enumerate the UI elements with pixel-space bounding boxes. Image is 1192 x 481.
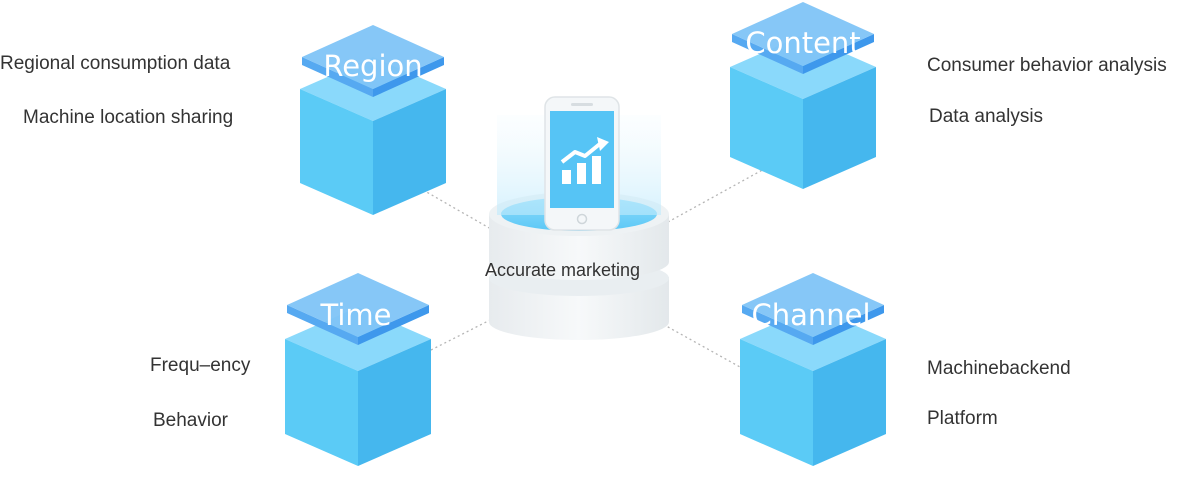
cube-time: Time (285, 273, 431, 466)
cube-channel-title: Channel (751, 298, 870, 332)
cube-channel: Channel (740, 273, 886, 466)
time-item-1: Frequ–ency (150, 355, 251, 376)
central-pedestal (489, 96, 669, 340)
time-item-2: Behavior (153, 410, 228, 431)
phone-icon (544, 96, 620, 231)
cube-region-title: Region (323, 49, 422, 83)
connector-lines (422, 167, 767, 368)
content-item-2: Data analysis (929, 106, 1044, 127)
region-item-1: Regional consumption data (0, 53, 231, 74)
center-label: Accurate marketing (485, 260, 641, 280)
channel-item-2: Platform (927, 408, 998, 429)
region-item-2: Machine location sharing (23, 107, 234, 128)
growth-chart-icon (560, 137, 609, 184)
connector-channel (658, 321, 741, 368)
connector-content (667, 167, 767, 223)
cube-region: Region (300, 25, 446, 215)
channel-item-1: Machinebackend (927, 358, 1071, 379)
cube-content-title: Content (745, 26, 860, 60)
cube-time-title: Time (320, 298, 392, 332)
cube-content: Content (730, 2, 876, 189)
content-item-1: Consumer behavior analysis (927, 55, 1167, 76)
connector-region (422, 189, 499, 234)
